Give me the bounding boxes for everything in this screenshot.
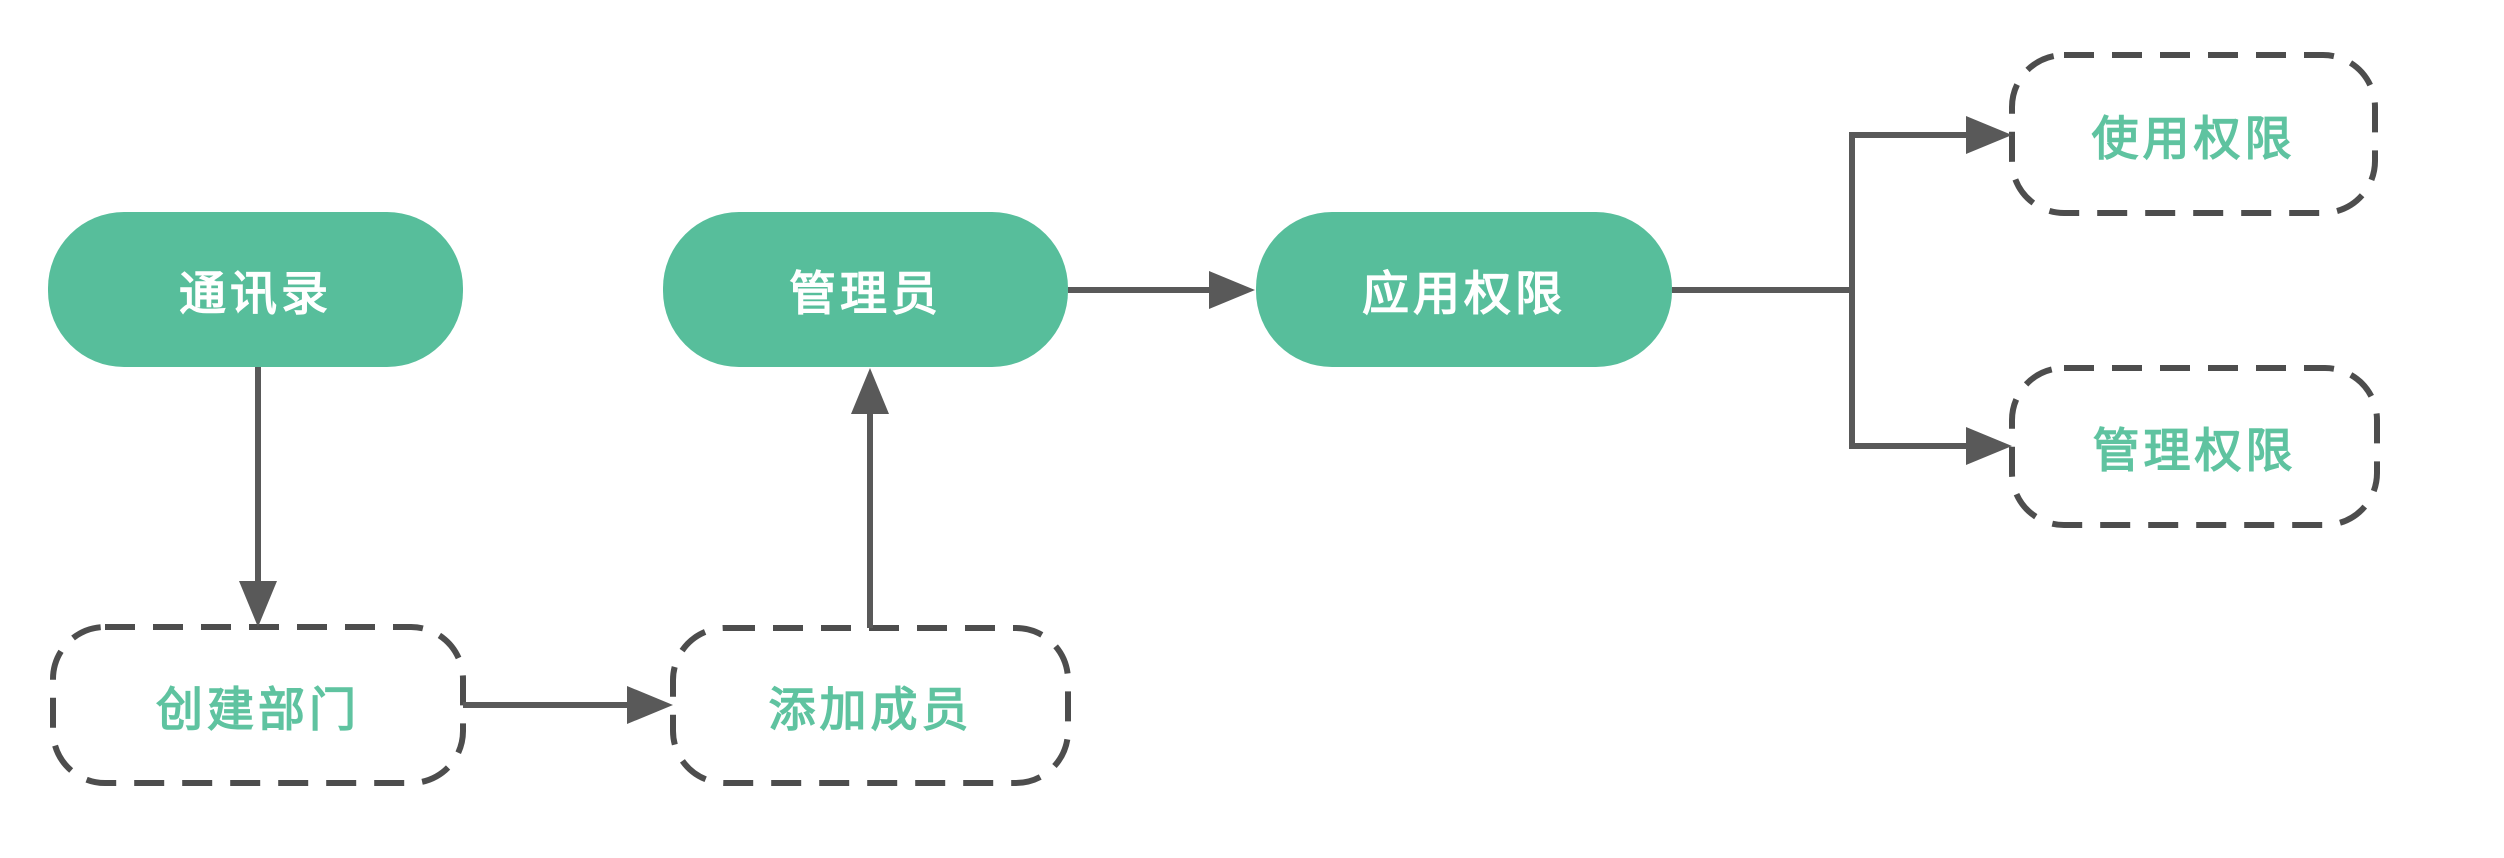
node-admin: 管理员 xyxy=(663,212,1068,367)
node-admin-label: 管理员 xyxy=(789,267,942,320)
node-app-permission: 应用权限 xyxy=(1256,212,1672,367)
node-usage-permission: 使用权限 xyxy=(2012,55,2375,213)
usage-permission-border xyxy=(2009,52,2378,216)
branch-app-permission xyxy=(1672,132,1855,449)
arrow-contacts-to-create-department xyxy=(239,367,277,627)
node-usage-permission-label: 使用权限 xyxy=(2091,111,2296,165)
node-manage-permission-label: 管理权限 xyxy=(2092,424,2297,477)
arrow-add-members-to-admin xyxy=(851,368,889,628)
node-app-permission-label: 应用权限 xyxy=(1362,267,1566,320)
node-contacts: 通讯录 xyxy=(48,212,463,367)
arrow-app-permission-to-usage-permission xyxy=(1852,116,2012,154)
node-add-members: 添加成员 xyxy=(673,628,1068,783)
arrow-create-department-to-add-members xyxy=(463,686,673,724)
node-add-members-label: 添加成员 xyxy=(768,683,973,736)
node-contacts-label: 通讯录 xyxy=(179,267,332,320)
node-create-department: 创建部门 xyxy=(53,627,463,783)
arrow-app-permission-to-manage-permission xyxy=(1852,427,2012,465)
node-manage-permission: 管理权限 xyxy=(2012,368,2377,525)
arrow-admin-to-app-permission xyxy=(1068,271,1255,309)
node-create-department-label: 创建部门 xyxy=(156,682,360,736)
